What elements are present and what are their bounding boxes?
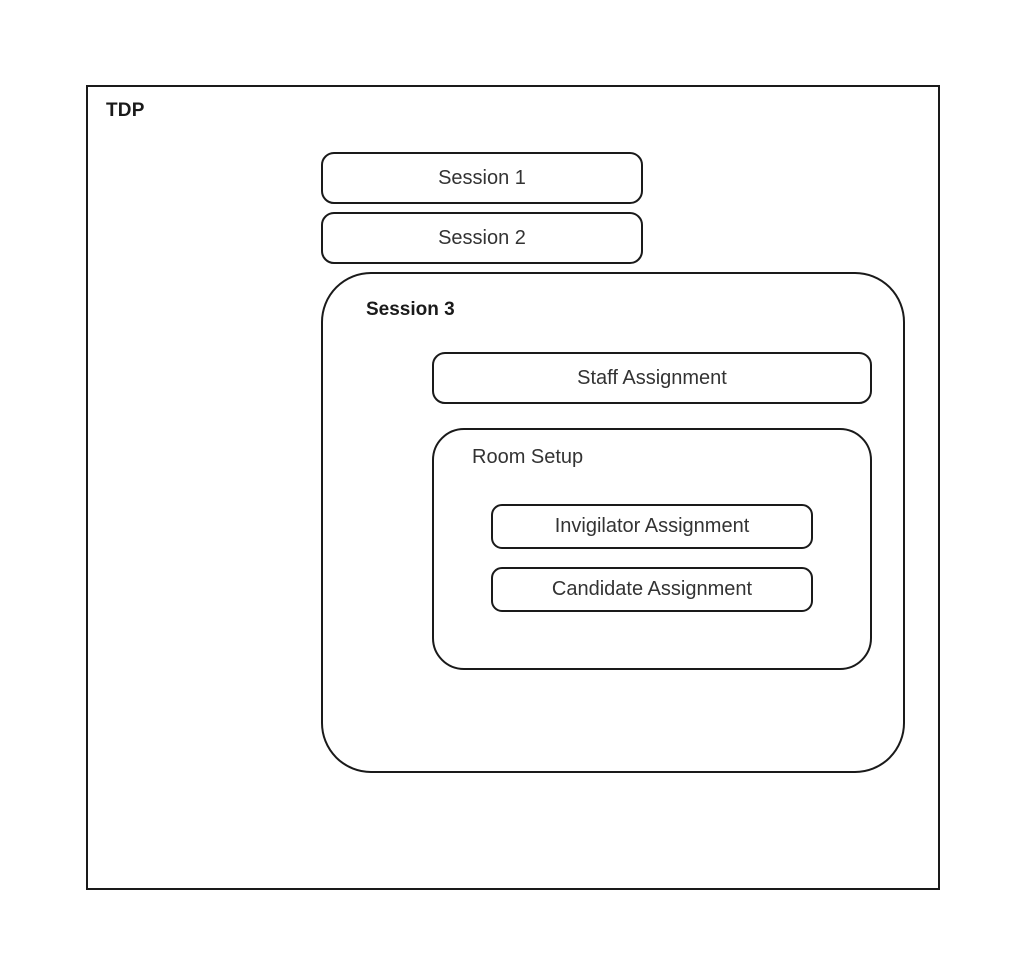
invigilator-assignment-label: Invigilator Assignment: [554, 515, 750, 537]
candidate-assignment-label: Candidate Assignment: [551, 578, 753, 600]
room-setup-container[interactable]: [432, 428, 872, 670]
session-1-node[interactable]: Session 1: [321, 152, 643, 204]
session-2-label: Session 2: [438, 226, 526, 249]
staff-assignment-node[interactable]: Staff Assignment: [432, 352, 872, 404]
session-1-label: Session 1: [438, 166, 526, 189]
invigilator-assignment-node[interactable]: Invigilator Assignment: [491, 504, 813, 549]
candidate-assignment-node[interactable]: Candidate Assignment: [491, 567, 813, 612]
session-3-label: Session 3: [366, 299, 455, 320]
staff-assignment-label: Staff Assignment: [577, 366, 727, 389]
session-2-node[interactable]: Session 2: [321, 212, 643, 264]
room-setup-label: Room Setup: [472, 446, 584, 468]
tdp-container-label: TDP: [106, 100, 145, 121]
